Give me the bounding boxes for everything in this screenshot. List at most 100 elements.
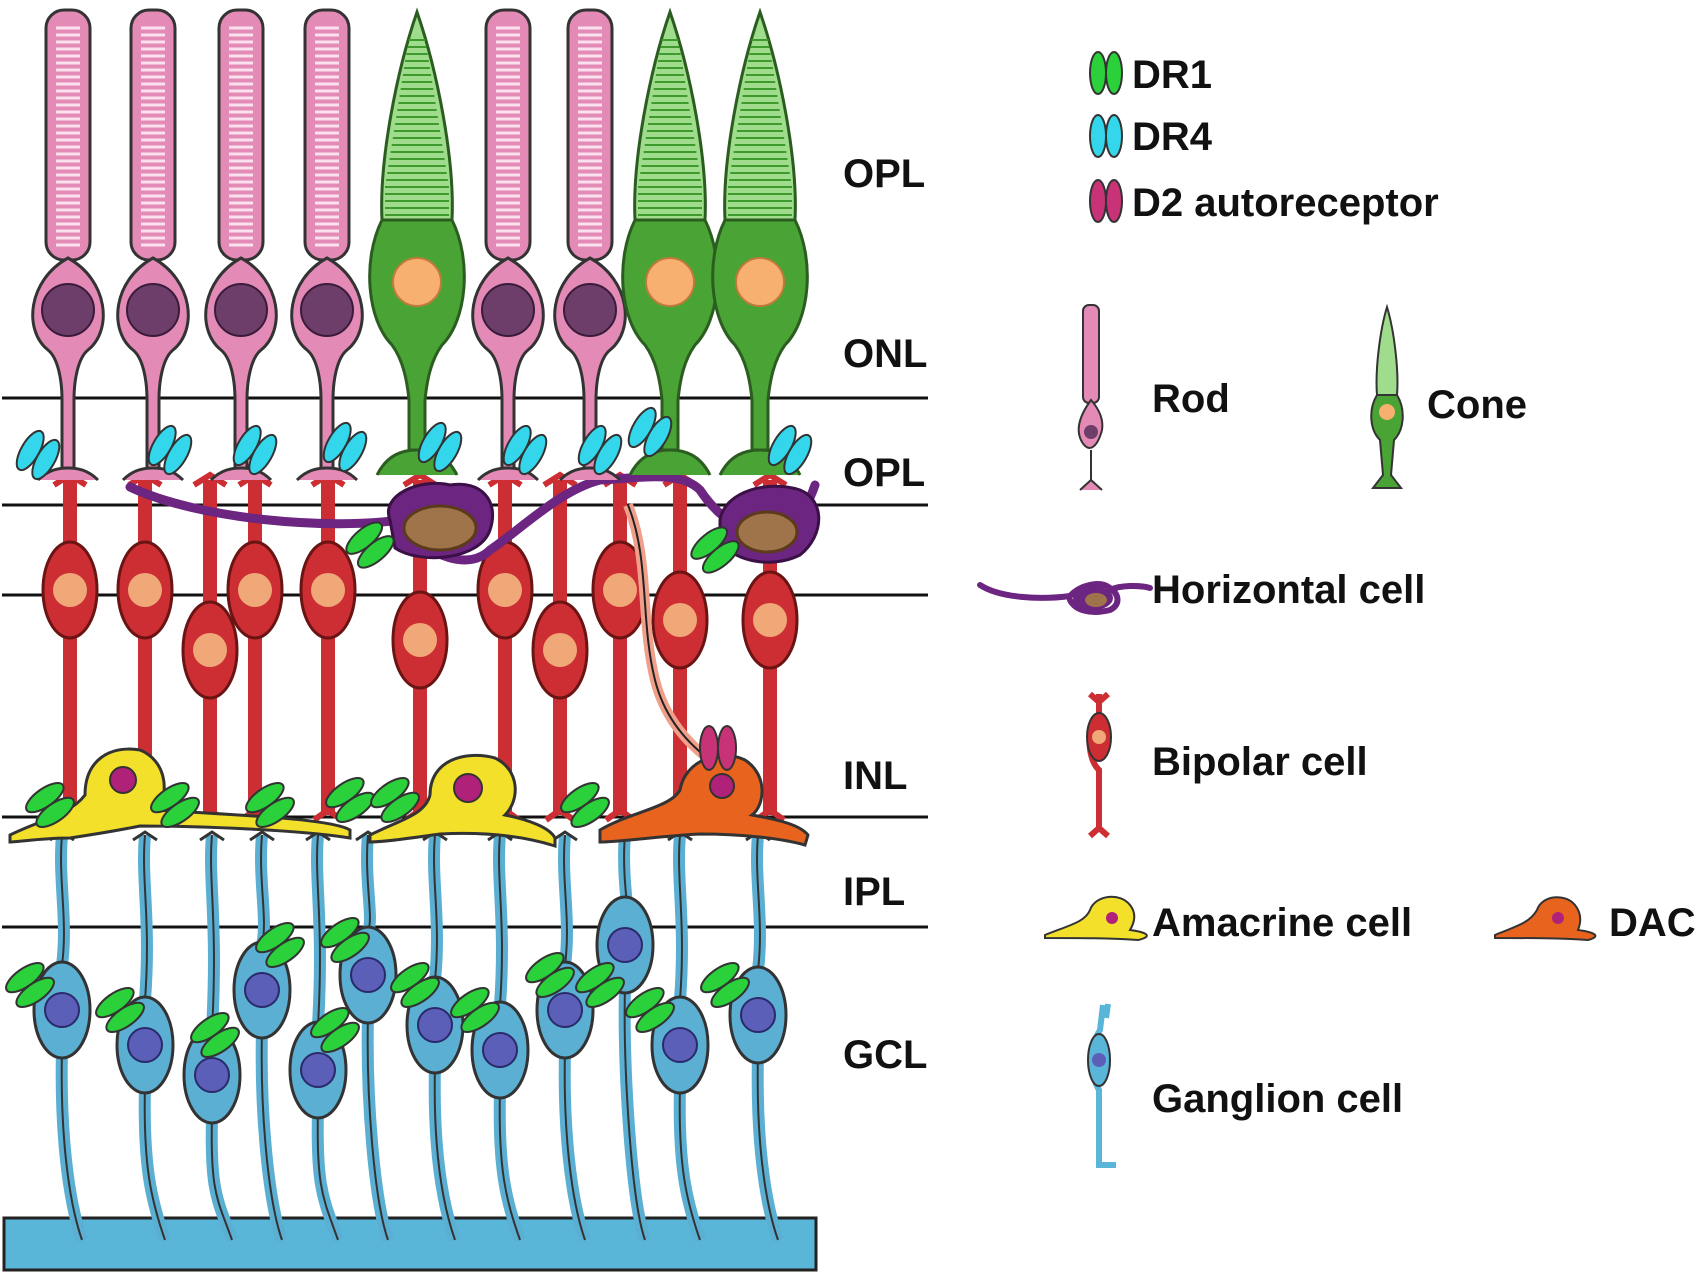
dr4-receptor: [767, 424, 813, 476]
ganglion-nucleus: [740, 997, 776, 1033]
horizontal-cell-nucleus: [402, 504, 478, 552]
cone-icon: [1370, 394, 1404, 489]
ganglion-axon-outline: [678, 1084, 701, 1241]
bipolar-nucleus: [403, 623, 437, 657]
ganglion-cell: [470, 830, 530, 1242]
d2-autoreceptor-unit: [699, 725, 719, 771]
cone-inner-segment: [621, 218, 719, 452]
dr4-receptor: [577, 424, 623, 476]
dr1-receptor-unit: [255, 796, 295, 828]
bipolar-nucleus: [193, 633, 227, 667]
dr1-receptor: [245, 782, 295, 828]
dr4-icon: [1105, 114, 1123, 158]
bipolar-cell: [181, 471, 239, 823]
bipolar-terminal: [542, 471, 578, 823]
ganglion-cell: [728, 830, 788, 1242]
dr1-receptor-unit: [15, 976, 55, 1008]
dr1-receptor-unit: [35, 796, 75, 828]
dr1-receptor: [320, 917, 370, 963]
ganglion-axon-outline: [563, 1049, 586, 1241]
dr1-receptor: [560, 782, 610, 828]
rod-nucleus: [563, 283, 617, 337]
dr1-receptor: [345, 521, 395, 569]
rod-cell: [290, 8, 364, 482]
dr4-receptor: [15, 429, 61, 481]
rod-icon: [1082, 304, 1100, 404]
ganglion-cell: [338, 830, 398, 1242]
bipolar-nucleus: [53, 573, 87, 607]
nerve-fiber-layer: [2, 1216, 818, 1272]
ganglion-nucleus: [44, 992, 80, 1028]
layer-label-gcl: GCL: [843, 1033, 927, 1077]
dr4-receptor-unit: [338, 430, 368, 473]
dr1-receptor-unit: [710, 976, 750, 1008]
layer-labels: OPL ONL OPL INL IPL GCL: [843, 152, 927, 1077]
legend-label-cone: Cone: [1427, 383, 1527, 427]
legend-rod: Rod: [1077, 304, 1230, 491]
legend-amacrine: Amacrine cell: [1044, 895, 1412, 945]
ganglion-dendrite-outline: [678, 834, 683, 1001]
dr4-receptor-unit: [643, 415, 673, 458]
ganglion-branch: [249, 830, 275, 842]
ganglion-axon-outline: [210, 1114, 233, 1241]
ganglion-cell: [650, 830, 710, 1242]
cone-icon: [1375, 303, 1399, 396]
dac-nucleus: [709, 773, 735, 799]
bipolar-nucleus: [543, 633, 577, 667]
cone-inner-segment: [711, 218, 809, 452]
ganglion-dendrite-outline: [316, 834, 321, 1026]
ganglion-branch: [132, 830, 158, 842]
bipolar-cell: [741, 471, 799, 823]
amacrine-nucleus: [453, 773, 483, 803]
dr1-receptor-unit: [105, 1001, 145, 1033]
ganglion-axon-outline: [366, 1014, 389, 1241]
legend-dr4: DR4: [1089, 114, 1213, 159]
dr1-receptor-unit: [335, 791, 375, 823]
ganglion-axon-outline: [143, 1084, 166, 1241]
ganglion-dendrite-outline: [433, 834, 438, 981]
layer-label-opl-top: OPL: [843, 152, 925, 196]
d2-autoreceptor-unit: [717, 725, 737, 771]
rod-cell: [31, 8, 105, 482]
d2-autoreceptor: [699, 725, 737, 771]
bipolar-nucleus: [603, 573, 637, 607]
legend-label-amacrine: Amacrine cell: [1152, 901, 1412, 945]
rod-nucleus: [481, 283, 535, 337]
amacrine-cell-icon: [1106, 912, 1118, 924]
dr1-receptor: [25, 782, 75, 828]
ganglion-axon-outline: [316, 1109, 339, 1241]
ganglion-cell: [595, 830, 655, 1242]
dr1-receptor-unit: [701, 540, 740, 574]
bipolar-nucleus: [753, 603, 787, 637]
dr4-receptor-unit: [593, 433, 623, 476]
rod-cell: [471, 8, 545, 482]
legend-dac: DAC: [1494, 896, 1696, 945]
dr1-icon: [1105, 51, 1123, 95]
layer-label-onl: ONL: [843, 332, 927, 376]
bipolar-nucleus: [488, 573, 522, 607]
rod-icon: [1077, 398, 1104, 491]
rod-nucleus: [214, 283, 268, 337]
legend-label-dr4: DR4: [1132, 115, 1213, 159]
bipolar-nucleus: [238, 573, 272, 607]
ganglion-axon-outline: [60, 1049, 83, 1241]
dr4-receptor: [322, 421, 368, 473]
dr1-receptor-unit: [380, 791, 420, 823]
rod-cell: [204, 8, 278, 482]
dr1-receptor: [95, 987, 145, 1033]
ganglion-nucleus: [127, 1027, 163, 1063]
dr4-receptor-unit: [783, 433, 813, 476]
dr4-receptor-unit: [248, 433, 278, 476]
receptor-legend: DR1 DR4 D2 autoreceptor: [1089, 51, 1439, 225]
dr1-receptor: [700, 962, 750, 1008]
rod-nucleus: [126, 283, 180, 337]
ganglion-cell: [32, 830, 92, 1242]
layer-label-inl: INL: [843, 754, 907, 798]
cone-cell: [711, 7, 809, 476]
dr1-receptor-unit: [635, 1001, 675, 1033]
layer-label-opl: OPL: [843, 451, 925, 495]
legend-dr1: DR1: [1089, 51, 1212, 97]
ganglion-cell: [232, 830, 292, 1242]
rod-terminal: [558, 466, 622, 482]
cell-legend: Rod Cone Horizontal cell Bipolar cell Am…: [977, 303, 1696, 1168]
